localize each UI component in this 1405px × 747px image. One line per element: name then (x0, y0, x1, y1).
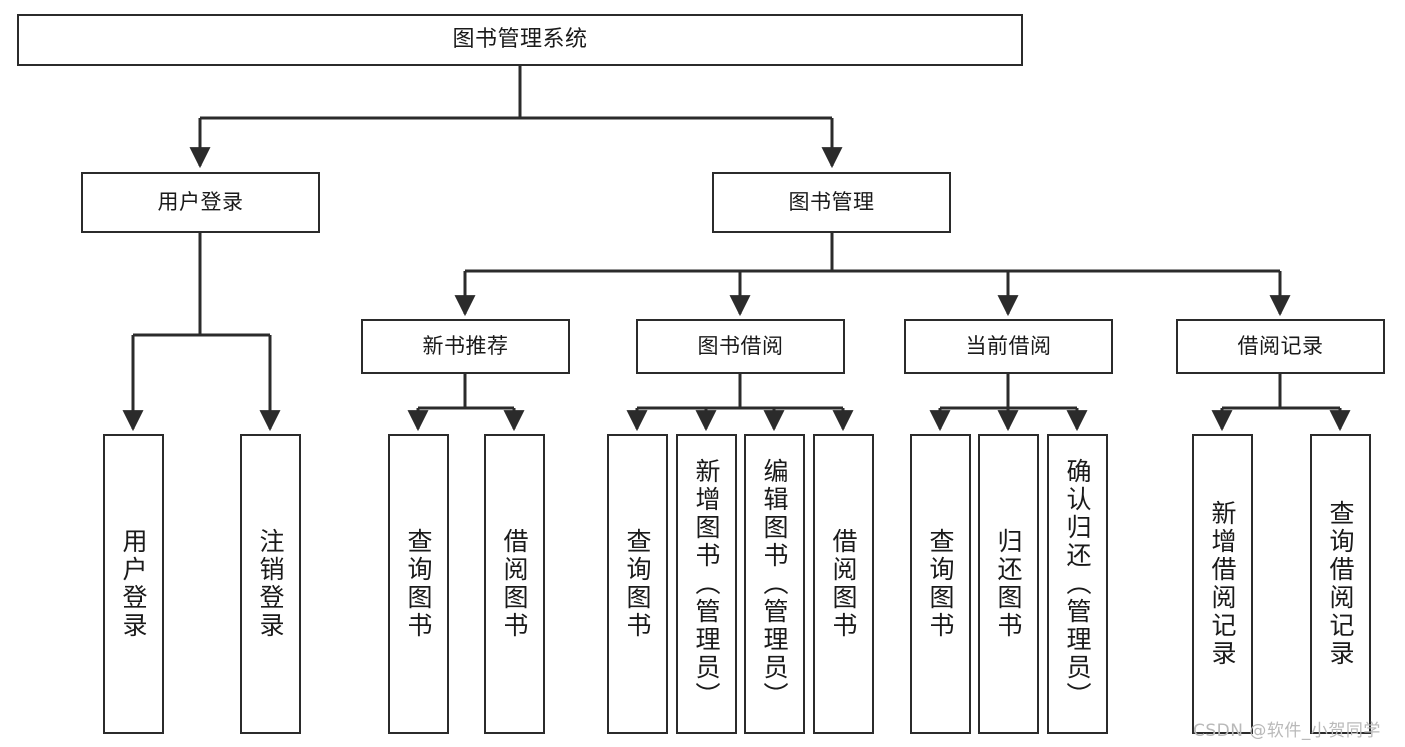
node-leaf-logout-login[interactable]: 注销登录 (240, 434, 301, 734)
watermark-csdn: CSDN @软件_小贺同学 (1193, 721, 1381, 741)
node-label: 查询图书 (404, 528, 433, 640)
node-label: 图书借阅 (697, 334, 784, 359)
node-label: 查询图书 (926, 528, 955, 640)
node-leaf-edit-book[interactable]: 编辑图书（管理员） (744, 434, 805, 734)
node-book-management-system[interactable]: 图书管理系统 (17, 14, 1023, 66)
node-book-borrow[interactable]: 图书借阅 (636, 319, 845, 374)
node-book-management[interactable]: 图书管理 (712, 172, 951, 233)
node-leaf-add-borrow-record[interactable]: 新增借阅记录 (1192, 434, 1253, 734)
node-label: 借阅图书 (500, 528, 529, 640)
node-leaf-query-book-recommend[interactable]: 查询图书 (388, 434, 449, 734)
node-leaf-query-borrow-record[interactable]: 查询借阅记录 (1310, 434, 1371, 734)
node-label: 借阅图书 (829, 528, 858, 640)
node-label: 图书管理 (788, 190, 875, 215)
node-label: 新增图书（管理员） (692, 458, 721, 710)
node-leaf-add-book[interactable]: 新增图书（管理员） (676, 434, 737, 734)
node-label: 确认归还（管理员） (1063, 458, 1092, 710)
node-leaf-return-book[interactable]: 归还图书 (978, 434, 1039, 734)
node-new-book-recommend[interactable]: 新书推荐 (361, 319, 570, 374)
node-leaf-user-login[interactable]: 用户登录 (103, 434, 164, 734)
node-leaf-query-book-borrow[interactable]: 查询图书 (607, 434, 668, 734)
node-label: 新书推荐 (422, 334, 509, 359)
node-leaf-confirm-return[interactable]: 确认归还（管理员） (1047, 434, 1108, 734)
node-user-login[interactable]: 用户登录 (81, 172, 320, 233)
node-label: 借阅记录 (1237, 334, 1324, 359)
node-borrow-record[interactable]: 借阅记录 (1176, 319, 1385, 374)
node-label: 查询图书 (623, 528, 652, 640)
node-label: 查询借阅记录 (1326, 500, 1355, 668)
node-label: 编辑图书（管理员） (760, 458, 789, 710)
node-label: 新增借阅记录 (1208, 500, 1237, 668)
node-label: 归还图书 (994, 528, 1023, 640)
node-label: 用户登录 (119, 528, 148, 640)
node-label: 图书管理系统 (452, 27, 588, 53)
node-label: 用户登录 (157, 190, 244, 215)
node-label: 注销登录 (256, 528, 285, 640)
node-current-borrow[interactable]: 当前借阅 (904, 319, 1113, 374)
node-leaf-borrow-book-recommend[interactable]: 借阅图书 (484, 434, 545, 734)
node-label: 当前借阅 (965, 334, 1052, 359)
node-leaf-borrow-book[interactable]: 借阅图书 (813, 434, 874, 734)
node-leaf-query-book-current[interactable]: 查询图书 (910, 434, 971, 734)
